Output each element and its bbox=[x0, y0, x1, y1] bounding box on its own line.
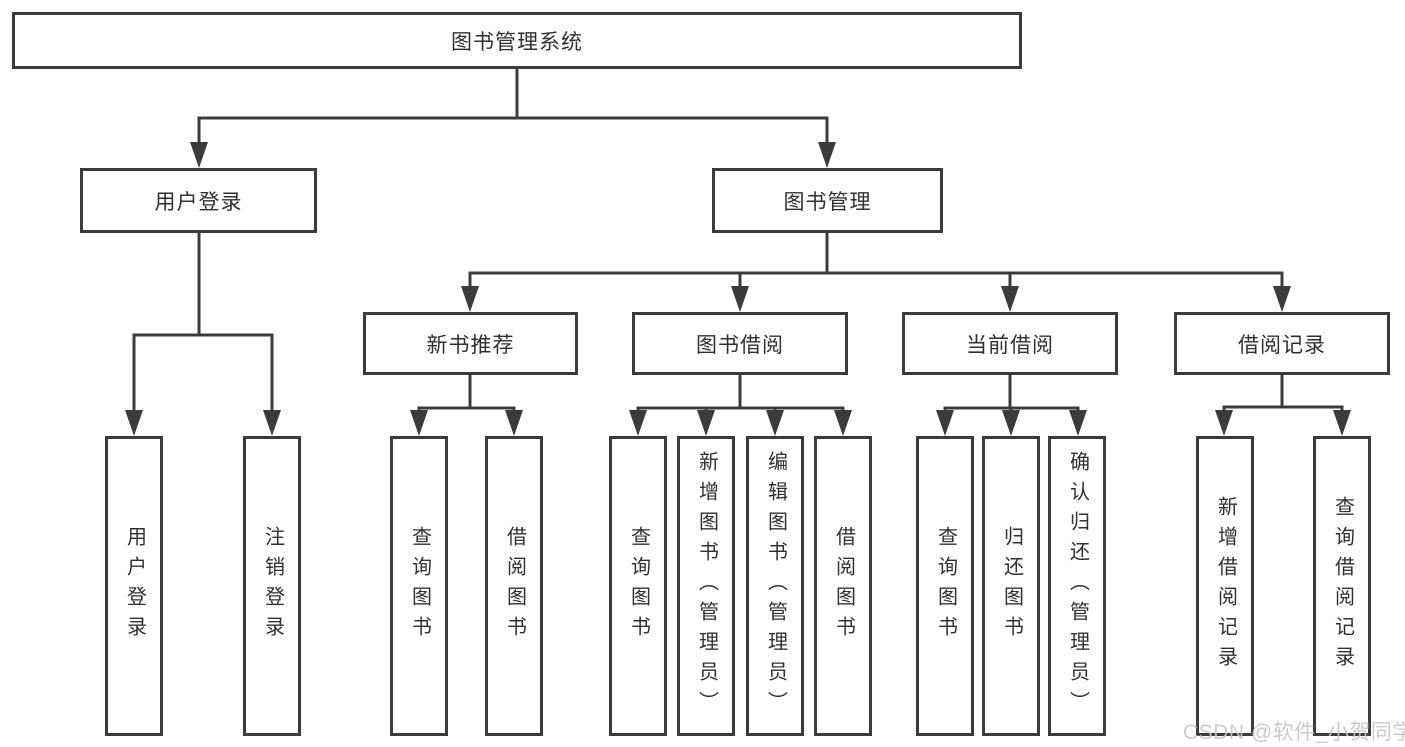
leaf-newrec-borrow-books: 借阅图书 bbox=[485, 436, 543, 736]
node-label: 新书推荐 bbox=[426, 333, 515, 357]
node-user-login-branch: 用户登录 bbox=[80, 168, 317, 233]
tree-edges bbox=[132, 66, 1344, 410]
leaf-current-confirm-return-admin: 确认归还（管理员） bbox=[1048, 436, 1106, 736]
node-label: 新增借阅记录 bbox=[1214, 496, 1237, 676]
leaf-logout: 注销登录 bbox=[243, 436, 301, 736]
leaf-newrec-query-books: 查询图书 bbox=[390, 436, 448, 736]
leaf-records-query-borrow-record: 查询借阅记录 bbox=[1313, 436, 1371, 736]
arrowheads bbox=[125, 116, 1351, 436]
node-label: 编辑图书（管理员） bbox=[764, 451, 787, 721]
leaf-user-login: 用户登录 bbox=[105, 436, 163, 736]
node-current-borrowing: 当前借阅 bbox=[902, 312, 1118, 375]
node-label: 用户登录 bbox=[154, 190, 243, 214]
node-label: 查询图书 bbox=[934, 526, 957, 646]
node-label: 查询图书 bbox=[627, 526, 650, 646]
node-label: 注销登录 bbox=[261, 526, 284, 646]
node-book-management: 图书管理 bbox=[712, 168, 943, 233]
csdn-watermark: CSDN @软件_小贺同学 bbox=[1183, 721, 1405, 744]
leaf-borrowing-edit-books-admin: 编辑图书（管理员） bbox=[746, 436, 804, 736]
leaf-borrowing-add-books-admin: 新增图书（管理员） bbox=[677, 436, 735, 736]
node-label: 新增图书（管理员） bbox=[695, 451, 718, 721]
node-label: 图书管理 bbox=[783, 190, 872, 214]
leaf-current-return-books: 归还图书 bbox=[982, 436, 1040, 736]
node-label: 查询图书 bbox=[408, 526, 431, 646]
node-label: 查询借阅记录 bbox=[1331, 496, 1354, 676]
node-label: 图书借阅 bbox=[696, 333, 784, 357]
node-label: 确认归还（管理员） bbox=[1066, 451, 1089, 721]
leaf-records-add-borrow-record: 新增借阅记录 bbox=[1196, 436, 1254, 736]
node-label: 当前借阅 bbox=[966, 333, 1054, 357]
leaf-borrowing-query-books: 查询图书 bbox=[609, 436, 667, 736]
node-library-management-system: 图书管理系统 bbox=[12, 12, 1022, 69]
node-label: 借阅记录 bbox=[1238, 333, 1326, 357]
node-label: 图书管理系统 bbox=[451, 30, 583, 54]
node-borrowing-records: 借阅记录 bbox=[1174, 312, 1390, 375]
node-label: 归还图书 bbox=[1000, 526, 1023, 646]
node-label: 借阅图书 bbox=[503, 526, 526, 646]
node-label: 用户登录 bbox=[123, 526, 146, 646]
node-new-book-recommendation: 新书推荐 bbox=[363, 312, 578, 375]
leaf-current-query-books: 查询图书 bbox=[916, 436, 974, 736]
node-book-borrowing: 图书借阅 bbox=[632, 312, 848, 375]
leaf-borrowing-borrow-books: 借阅图书 bbox=[814, 436, 872, 736]
node-label: 借阅图书 bbox=[832, 526, 855, 646]
